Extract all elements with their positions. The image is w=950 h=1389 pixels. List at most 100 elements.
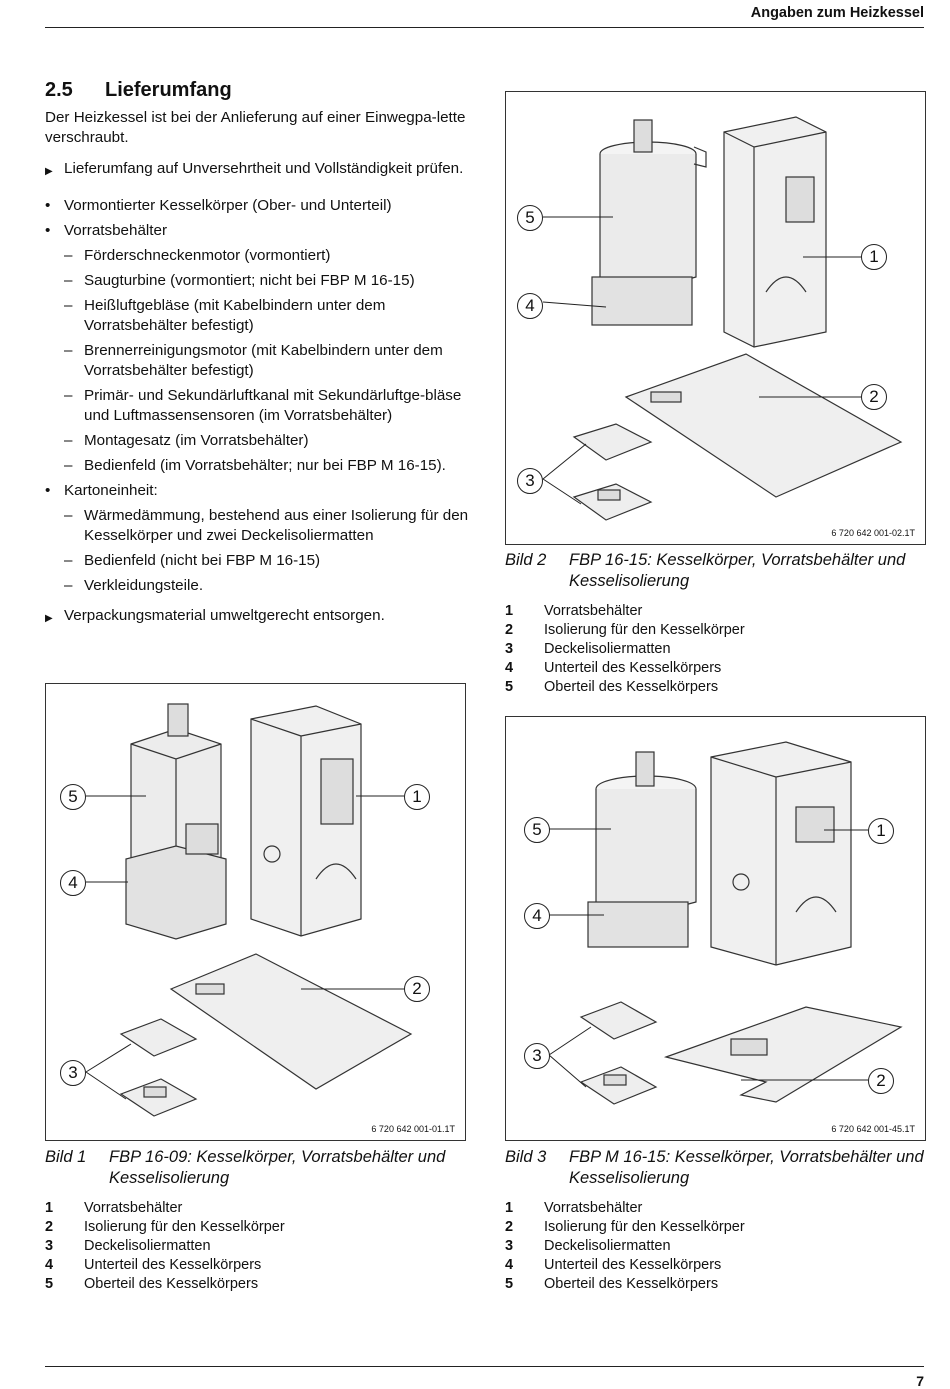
legend-number: 4 (505, 660, 514, 676)
intro-text: Der Heizkessel ist bei der Anlieferung a… (45, 109, 466, 146)
boiler-illustration (85, 703, 413, 1117)
dash-text: Wärmedämmung, bestehend aus einer Isolie… (84, 507, 469, 544)
legend-number: 4 (45, 1257, 54, 1273)
legend-row: 5 Oberteil des Kesselkörpers (505, 678, 745, 697)
dash-item: –Heißluftgebläse (mit Kabelbindern unter… (45, 296, 470, 336)
legend-text: Deckelisoliermatten (84, 1238, 211, 1254)
header-title: Angaben zum Heizkessel (750, 5, 924, 21)
dash-icon: – (64, 342, 73, 359)
legend-row: 4 Unterteil des Kesselkörpers (505, 659, 745, 678)
figure-code: 6 720 642 001-01.1T (371, 1124, 455, 1134)
callout-3: 3 (517, 468, 543, 494)
legend-text: Unterteil des Kesselkörpers (544, 660, 722, 676)
legend-number: 5 (505, 1276, 514, 1292)
dash-text: Bedienfeld (im Vorratsbehälter; nur bei … (84, 457, 446, 474)
instruction-step: ▶ Verpackungsmaterial umweltgerecht ents… (45, 606, 470, 629)
callout-2: 2 (404, 976, 430, 1002)
callout-3: 3 (60, 1060, 86, 1086)
dash-icon: – (64, 432, 73, 449)
legend-number: 2 (505, 622, 514, 638)
bullet-item: • Vorratsbehälter (45, 221, 470, 241)
figure-3-legend: 1 Vorratsbehälter 2 Isolierung für den Kes… (505, 1199, 745, 1294)
dash-icon: – (64, 552, 73, 569)
dash-item: –Wärmedämmung, bestehend aus einer Isoli… (45, 506, 470, 546)
legend-number: 2 (505, 1219, 514, 1235)
legend-number: 1 (505, 603, 514, 619)
dash-text: Verkleidungsteile. (84, 577, 204, 594)
section-heading: 2.5 Lieferumfang (45, 80, 470, 100)
instruction-step: ▶ Lieferumfang auf Unversehrtheit und Vo… (45, 159, 470, 182)
arrow-marker-icon: ▶ (45, 166, 53, 177)
bullet-item: • Vormontierter Kesselkörper (Ober- und … (45, 196, 470, 216)
dash-text: Montagesatz (im Vorratsbehälter) (84, 432, 309, 449)
legend-text: Isolierung für den Kesselkörper (84, 1219, 285, 1235)
header-rule (45, 27, 924, 28)
dash-item: –Förderschneckenmotor (vormontiert) (45, 246, 470, 266)
dash-item: –Montagesatz (im Vorratsbehälter) (45, 431, 470, 451)
dash-text: Saugturbine (vormontiert; nicht bei FBP … (84, 272, 415, 289)
callout-5: 5 (524, 817, 550, 843)
callout-5: 5 (60, 784, 86, 810)
figure-1-caption: Bild 1 FBP 16-09: Kesselkörper, Vorratsb… (45, 1147, 465, 1189)
callout-4: 4 (60, 870, 86, 896)
legend-text: Oberteil des Kesselkörpers (544, 1276, 719, 1292)
dash-text: Bedienfeld (nicht bei FBP M 16-15) (84, 552, 321, 569)
dash-icon: – (64, 297, 73, 314)
legend-text: Isolierung für den Kesselkörper (544, 1219, 745, 1235)
legend-number: 5 (505, 679, 514, 695)
callout-1: 1 (861, 244, 887, 270)
callout-4: 4 (517, 293, 543, 319)
boiler-illustration (542, 116, 903, 521)
callout-2: 2 (861, 384, 887, 410)
figure-3-caption: Bild 3 FBP M 16-15: Kesselkörper, Vorrat… (505, 1147, 925, 1189)
dash-icon: – (64, 272, 73, 289)
legend-text: Oberteil des Kesselkörpers (544, 679, 719, 695)
boiler-illustration (548, 741, 903, 1105)
legend-row: 5 Oberteil des Kesselkörpers (505, 1275, 745, 1294)
dash-icon: – (64, 457, 73, 474)
figure-3: 5 4 1 3 2 6 720 642 001-45.1T (505, 716, 926, 1141)
callout-4: 4 (524, 903, 550, 929)
figure-code: 6 720 642 001-02.1T (831, 528, 915, 538)
dash-icon: – (64, 577, 73, 594)
section-title: Lieferumfang (105, 79, 232, 101)
figure-code: 6 720 642 001-45.1T (831, 1124, 915, 1134)
legend-row: 2 Isolierung für den Kesselkörper (505, 1218, 745, 1237)
legend-number: 1 (505, 1200, 514, 1216)
dash-icon: – (64, 387, 73, 404)
legend-text: Vorratsbehälter (544, 1200, 643, 1216)
footer-rule (45, 1366, 924, 1367)
legend-number: 3 (505, 1238, 514, 1254)
dash-text: Primär- und Sekundärluftkanal mit Sekund… (84, 387, 462, 424)
bullet-icon: • (45, 482, 51, 499)
dash-item: –Bedienfeld (im Vorratsbehälter; nur bei… (45, 456, 470, 476)
instruction-text: Verpackungsmaterial umweltgerecht entsor… (64, 607, 385, 624)
bullet-item: • Kartoneinheit: (45, 481, 470, 501)
callout-1: 1 (868, 818, 894, 844)
legend-text: Deckelisoliermatten (544, 641, 671, 657)
section-number: 2.5 (45, 79, 73, 101)
dash-icon: – (64, 247, 73, 264)
legend-text: Unterteil des Kesselkörpers (84, 1257, 262, 1273)
bullet-text: Vormontierter Kesselkörper (Ober- und Un… (64, 197, 392, 214)
dash-text: Förderschneckenmotor (vormontiert) (84, 247, 331, 264)
legend-text: Isolierung für den Kesselkörper (544, 622, 745, 638)
bullet-icon: • (45, 197, 51, 214)
bullet-text: Kartoneinheit: (64, 482, 158, 499)
figure-caption-text: FBP 16-09: Kesselkörper, Vorratsbehälter… (109, 1148, 446, 1187)
legend-number: 1 (45, 1200, 54, 1216)
legend-row: 4 Unterteil des Kesselkörpers (45, 1256, 285, 1275)
section-lieferumfang: 2.5 Lieferumfang Der Heizkessel ist bei … (45, 80, 470, 640)
dash-item: –Bedienfeld (nicht bei FBP M 16-15) (45, 551, 470, 571)
figure-caption-text: FBP 16-15: Kesselkörper, Vorratsbehälter… (569, 551, 906, 590)
legend-number: 5 (45, 1276, 54, 1292)
figure-2-caption: Bild 2 FBP 16-15: Kesselkörper, Vorratsb… (505, 550, 925, 592)
figure-label: Bild 2 (505, 551, 547, 569)
